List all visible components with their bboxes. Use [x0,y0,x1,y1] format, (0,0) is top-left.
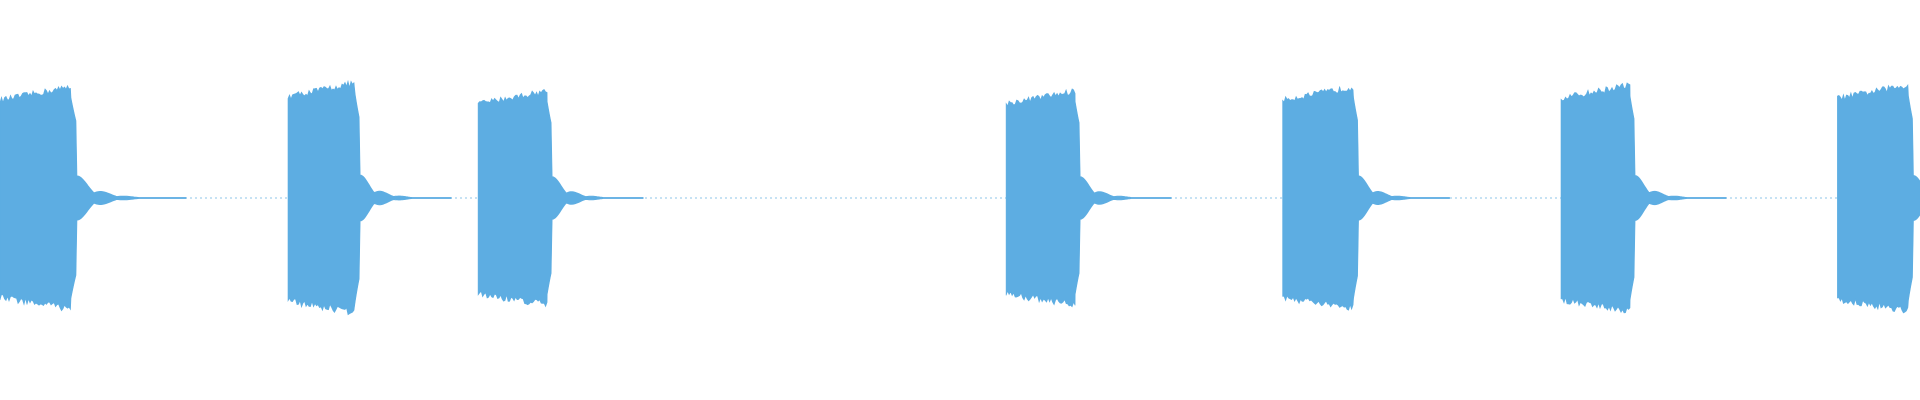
waveform-burst-1 [0,84,187,312]
waveform-burst-6 [1560,82,1727,314]
waveform-burst-4 [1005,88,1172,308]
waveform-burst-2 [287,79,452,316]
waveform-burst-5 [1282,86,1450,311]
waveform-burst-3 [477,88,644,308]
waveform-bursts [0,79,1920,316]
waveform-burst-7 [1837,84,1920,314]
